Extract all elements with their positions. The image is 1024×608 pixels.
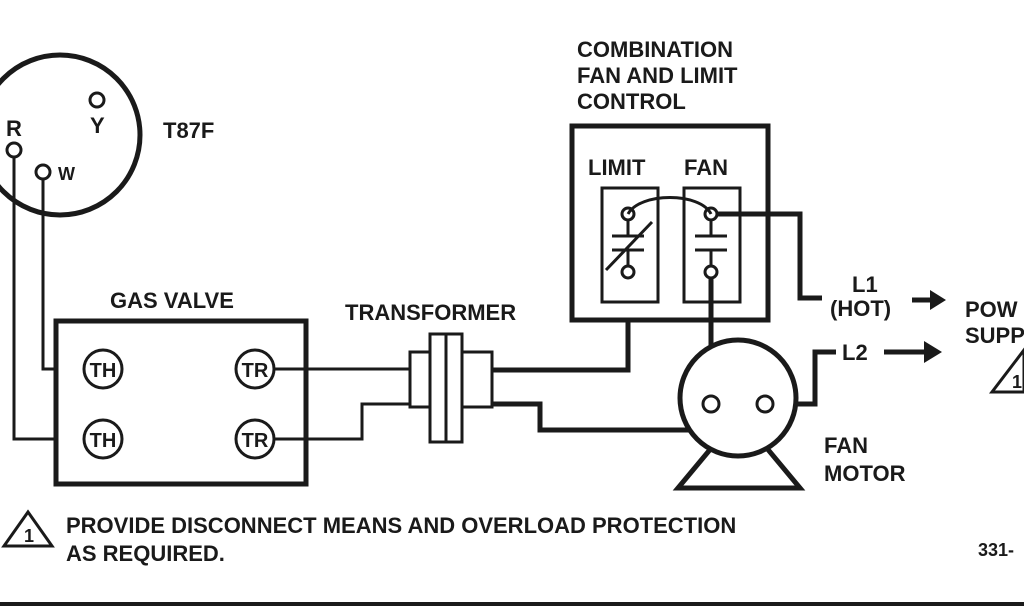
- l1-arrow-head: [930, 290, 946, 310]
- transformer-core-right: [460, 350, 494, 409]
- transformer: TRANSFORMER: [345, 300, 516, 444]
- wire-fan-to-l1: [717, 211, 822, 301]
- wire-tr2-to-transformer: [274, 402, 410, 441]
- power-supply-label-line1: POW: [965, 297, 1018, 322]
- secondary-wires: [274, 367, 410, 441]
- gas-valve-box: [53, 318, 309, 487]
- terminal-tr-1-label: TR: [242, 360, 269, 382]
- power-supply-label-line2: SUPP: [965, 323, 1024, 348]
- footnote-triangle: [1, 509, 55, 548]
- fan-motor-body: [677, 337, 799, 459]
- thermostat-model: T87F: [163, 118, 214, 143]
- control-title-line3: CONTROL: [577, 89, 686, 114]
- motor-terminal-right: [755, 394, 775, 414]
- l1-hot-label: (HOT): [830, 296, 891, 321]
- l1-label: L1: [852, 272, 878, 297]
- terminal-th-1: [82, 348, 124, 390]
- l2-arrow-head: [924, 341, 942, 363]
- thermostat-body: [0, 52, 143, 218]
- fan-label: FAN: [684, 155, 728, 180]
- limit-label: LIMIT: [588, 155, 646, 180]
- terminal-y: [88, 91, 106, 109]
- terminal-th-2: [82, 418, 124, 460]
- terminal-tr-2-label: TR: [242, 430, 269, 452]
- document-number: 331-: [978, 540, 1014, 560]
- control-box: [569, 123, 771, 323]
- terminal-w-label: W: [58, 164, 75, 184]
- terminal-r: [5, 141, 23, 159]
- power-supply-note-number: 1: [1012, 372, 1022, 392]
- footnote-line2: AS REQUIRED.: [66, 541, 225, 566]
- terminal-r-label: R: [6, 116, 22, 141]
- power-supply-note-triangle: [988, 347, 1024, 394]
- gas-valve: GAS VALVE TH TH TR TR: [53, 288, 309, 487]
- limit-switch-box: [600, 186, 660, 304]
- limit-fan-jumper: [626, 196, 713, 215]
- l2-label: L2: [842, 340, 868, 365]
- fan-limit-control: COMBINATION FAN AND LIMIT CONTROL LIMIT …: [569, 37, 771, 323]
- transformer-core-left: [408, 350, 432, 409]
- terminal-w: [34, 163, 52, 181]
- footnote-line1: PROVIDE DISCONNECT MEANS AND OVERLOAD PR…: [66, 513, 736, 538]
- transformer-title: TRANSFORMER: [345, 300, 516, 325]
- thermostat: R Y W T87F: [0, 52, 214, 218]
- fan-motor: FAN MOTOR: [672, 337, 906, 491]
- motor-terminal-left: [701, 394, 721, 414]
- fan-motor-label-line1: FAN: [824, 433, 868, 458]
- gas-valve-title: GAS VALVE: [110, 288, 234, 313]
- fan-motor-label-line2: MOTOR: [824, 461, 906, 486]
- control-title-line2: FAN AND LIMIT: [577, 63, 738, 88]
- control-title-line1: COMBINATION: [577, 37, 733, 62]
- terminal-th-2-label: TH: [90, 430, 117, 452]
- footnote-number: 1: [24, 526, 34, 546]
- footnote: 1 PROVIDE DISCONNECT MEANS AND OVERLOAD …: [1, 509, 1014, 566]
- terminal-th-1-label: TH: [90, 360, 117, 382]
- terminal-y-label: Y: [90, 113, 105, 138]
- limit-contact-slash: [604, 220, 654, 272]
